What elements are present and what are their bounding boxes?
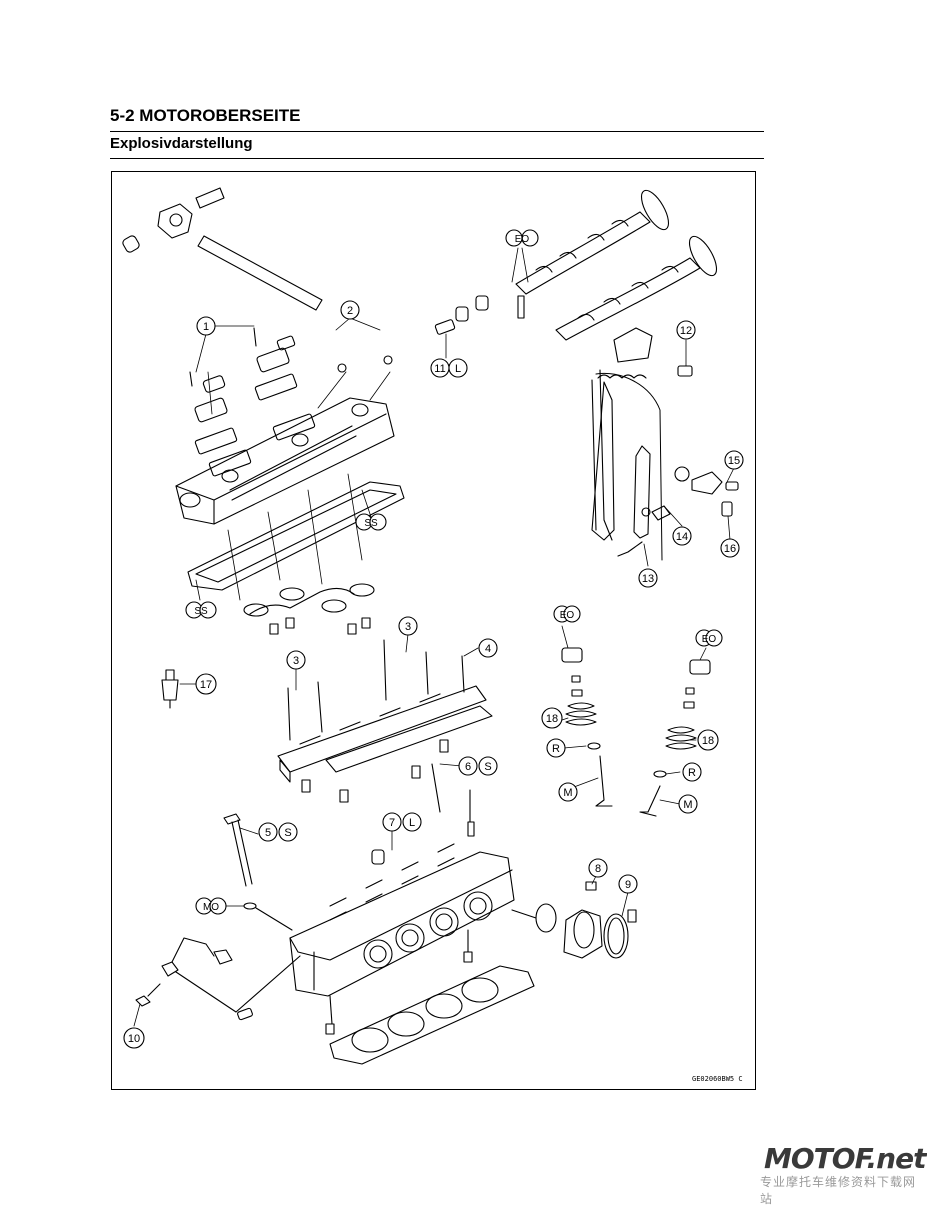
valve-parts-left — [561, 647, 613, 807]
callout-18-right: 18 — [702, 735, 714, 747]
callout-11-l: L — [455, 363, 461, 375]
camshaft-caps — [277, 639, 493, 813]
callout-4: 4 — [485, 643, 491, 655]
figure-code: GE02060BW5 C — [692, 1075, 743, 1083]
callout-15: 15 — [728, 455, 740, 467]
callout-eo-camshaft: EO — [515, 234, 530, 245]
callout-2: 2 — [347, 305, 353, 317]
diagram-frame — [111, 171, 756, 1090]
temperature-sensor — [135, 937, 301, 1021]
callout-circles — [123, 229, 744, 1049]
section-title: 5-2 MOTOROBERSEITE — [110, 106, 301, 125]
intake-holder — [511, 881, 637, 959]
callout-ss-lower: SS — [194, 606, 208, 617]
subtitle-rule — [110, 158, 764, 159]
section-subtitle: Explosivdarstellung — [110, 135, 253, 152]
callout-9: 9 — [625, 879, 631, 891]
assembly-lines — [207, 371, 391, 601]
camshafts — [515, 189, 718, 341]
callout-12: 12 — [680, 325, 692, 337]
watermark-tagline: 专业摩托车维修资料下载网站 — [760, 1175, 917, 1206]
callout-eo-right: EO — [702, 634, 717, 645]
callout-eo-left: EO — [560, 610, 575, 621]
callout-5: 5 — [265, 827, 271, 839]
callout-m-left: M — [563, 787, 572, 799]
title-rule — [110, 131, 764, 132]
cover-caps — [189, 327, 393, 477]
cam-bolts — [434, 295, 653, 363]
callout-7-l: L — [409, 817, 415, 829]
callout-14: 14 — [676, 531, 688, 543]
callout-mo: MO — [203, 902, 219, 913]
callout-18-left: 18 — [546, 713, 558, 725]
head-bolt — [223, 813, 293, 931]
callout-17: 17 — [200, 679, 212, 691]
callout-ss-upper: SS — [364, 518, 378, 529]
callout-6-s: S — [484, 761, 491, 773]
callout-5-s: S — [284, 827, 291, 839]
watermark-logo: MOTOF.net — [764, 1142, 926, 1175]
callout-8: 8 — [595, 863, 601, 875]
callout-11: 11 — [434, 363, 445, 375]
cylinder-head-cover — [175, 397, 395, 525]
callout-6: 6 — [465, 761, 471, 773]
cam-chain-tensioner — [641, 466, 739, 521]
callout-3-upper: 3 — [405, 621, 411, 633]
callout-13: 13 — [642, 573, 654, 585]
callout-1: 1 — [203, 321, 209, 333]
callout-10: 10 — [128, 1033, 140, 1045]
callout-r-left: R — [552, 743, 560, 755]
cover-gasket — [187, 481, 405, 635]
head-gasket — [325, 929, 535, 1065]
callout-m-right: M — [683, 799, 692, 811]
callout-7: 7 — [389, 817, 395, 829]
leader-lines — [133, 247, 735, 1027]
callout-labels: 1 2 3 3 4 5 S 6 S 7 L 8 9 10 11 L 12 13 … — [128, 234, 740, 1045]
callout-16: 16 — [724, 543, 736, 555]
cam-chain-and-guides — [591, 365, 693, 561]
cylinder-head — [289, 789, 515, 997]
valve-parts-right — [639, 659, 711, 817]
callout-r-right: R — [688, 767, 696, 779]
callout-3-lower: 3 — [293, 655, 299, 667]
breather-parts — [122, 187, 323, 311]
spark-plug — [161, 669, 179, 709]
